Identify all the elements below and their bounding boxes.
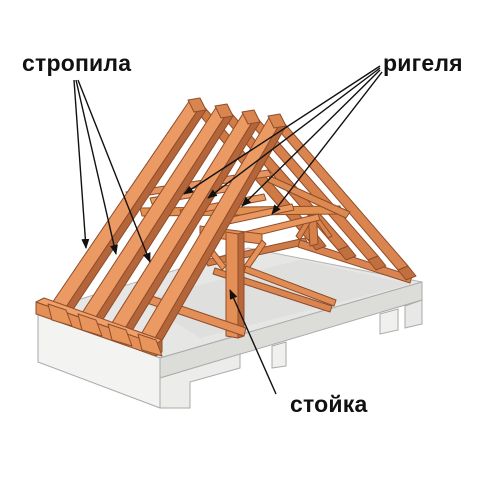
rafter-tail-3 <box>107 323 133 347</box>
rafters-arrow-2 <box>75 79 118 255</box>
post-label: стойка <box>290 391 368 417</box>
rafter-tail-r4 <box>397 265 417 281</box>
rafter-tail-4 <box>137 333 163 357</box>
pointer-arrows <box>73 65 383 395</box>
rafter-tail-r3 <box>367 255 387 271</box>
slab-support-4 <box>404 299 423 329</box>
floor-beam-middle <box>243 265 337 307</box>
ridge-cap-3 <box>241 109 261 125</box>
rafter-tail-1 <box>47 303 73 327</box>
crossbeams-arrow-4 <box>271 71 383 215</box>
crossbeams-arrow-2 <box>207 67 381 199</box>
timber-frame <box>35 97 417 357</box>
rafters-arrow-3 <box>77 79 151 263</box>
slab-support-2 <box>271 341 287 369</box>
slab-support-3 <box>379 308 399 335</box>
rafters-arrow-1 <box>73 79 90 249</box>
crossbeams-label: ригеля <box>383 50 463 76</box>
slab-support-1 <box>159 353 241 409</box>
ridge-cap-1 <box>187 97 207 113</box>
rafter-tail-r2 <box>337 245 357 261</box>
ridge-cap-2 <box>214 103 234 119</box>
crossbeams-arrow-3 <box>241 69 381 207</box>
front-post-side <box>237 231 245 339</box>
rafter-tail-2 <box>77 313 103 337</box>
crossbeams-arrow-1 <box>183 65 381 195</box>
post-arrow <box>229 289 277 395</box>
ridge-cap-4 <box>267 113 287 129</box>
rafters-label: стропила <box>22 50 132 76</box>
